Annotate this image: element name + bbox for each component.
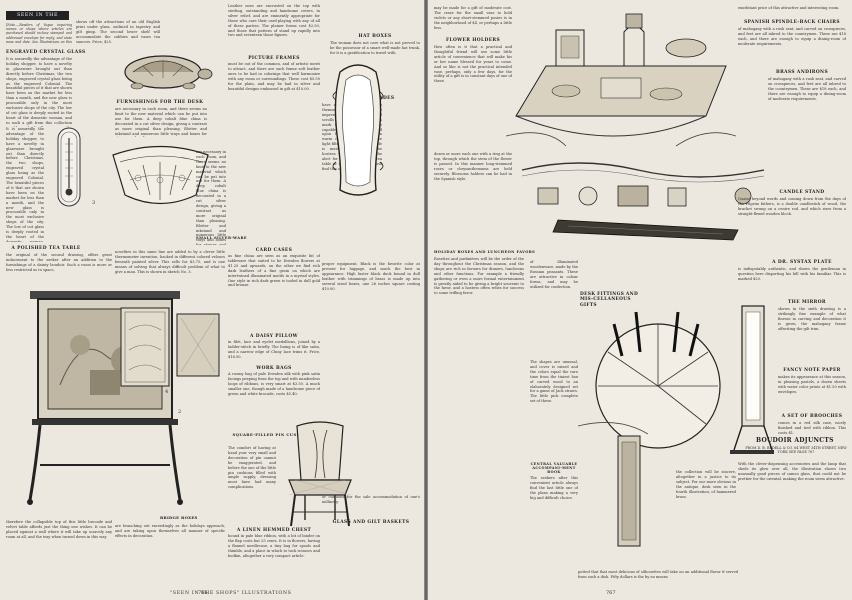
text-col4-b: The woman does not care what is not prov…: [330, 41, 420, 55]
right-text-col2-c: The seekers after this convenient articl…: [530, 476, 578, 500]
heading-brooch: A SET OF BROOCHES: [781, 414, 843, 419]
card-cases-illustration: 4: [120, 307, 220, 395]
paper-knife-fan-illustration: [578, 311, 721, 547]
right-text-col3-h: With the clever-dispensing accessories a…: [738, 462, 846, 481]
right-text-col3-e: shown in the sixth drawing is a striking…: [778, 307, 846, 331]
text-col3-e: A roomy bag of pale Dresden silk with pi…: [228, 372, 320, 396]
candle-mirror-illustration: [730, 305, 774, 454]
text-col1-b: the original of the second drawing, offe…: [6, 253, 112, 272]
cut-glass-bowl-illustration: [112, 145, 209, 204]
heading-mirror: THE MIRROR: [788, 300, 826, 305]
right-text-col3-a: exorbitant price of this attractive and …: [738, 6, 840, 10]
text-col3-a: Leather ones are encrusted on the top wi…: [228, 4, 320, 38]
caption-bridge-boxes: BRIDGE BOXES: [160, 515, 198, 520]
right-text-col1-d: Rosettes and jardinières will be the ord…: [434, 257, 524, 296]
right-text-col3-b2: of mahogany with a rush seat, and carved…: [768, 77, 846, 101]
page-footer-caption: "SEEN IN THE SHOPS" ILLUSTRATIONS: [170, 591, 292, 596]
text-col2-b: are necessary in each room, and there se…: [115, 107, 207, 137]
chair-illustration: [288, 421, 352, 527]
turtle-box-illustration: [124, 55, 213, 90]
svg-text:2: 2: [178, 409, 181, 415]
right-text-col3-f: makes its appearance at this season, in …: [778, 375, 846, 394]
heading-brass-andirons: BRASS ANDIRONS: [775, 70, 829, 75]
page-number-left-text: 766: [198, 590, 208, 596]
svg-text:4: 4: [165, 389, 168, 395]
heading-spanish-chairs: SPANISH SPINDLE-BACK CHAIRS: [744, 20, 840, 25]
text-col3-g: bound in pale blue ribbon, with a bit of…: [228, 534, 320, 558]
text-col1-a: It is assuredly the advantage of the hol…: [6, 57, 72, 127]
text-col1-c: therefore the collapsible top of this li…: [6, 520, 112, 539]
section-banner: SEEN IN THE SHOPS: [6, 11, 69, 27]
heading-holiday-boxes: HOLIDAY BOXES AND LUNCHEON FAVORS: [434, 250, 536, 254]
heading-tea-table: A POLISHED TEA TABLE: [11, 246, 81, 251]
text-col4-c: proper equipment. Black is the favorite …: [322, 262, 420, 291]
text-col4-d: or cushions for the sale accommodation o…: [322, 495, 420, 504]
text-col3-b: must be out of the common, and of artist…: [228, 62, 320, 91]
page-number-left: 766: [198, 590, 208, 596]
right-text-col1-c: dozen or more each one with a ring at th…: [434, 152, 512, 181]
heading-pin-cushions: SQUARE-FILLED PIN CUSH-IONS: [232, 432, 316, 437]
heading-linen-chest: A LINEN HEMMED CHEST: [236, 528, 312, 533]
heading-picture-frames: PICTURE FRAMES: [248, 56, 300, 61]
holiday-boxes-illustration: [521, 162, 765, 241]
heading-candle-stand: CANDLE STAND: [779, 190, 825, 195]
right-text-col3-b: of mahogany with a rush seat, and carved…: [738, 27, 846, 46]
heading-central-value: CENTRAL VALUABLE ACCOMPANI-MENT BOOK: [530, 462, 578, 474]
right-text-col3-g: comes in a red silk case, nicely finishe…: [778, 421, 846, 435]
ornate-mirror-illustration: [332, 64, 384, 196]
heading-card-cases: CARD CASES: [255, 248, 293, 253]
heading-work-bags: WORK BAGS: [256, 366, 292, 371]
svg-text:3: 3: [92, 200, 95, 206]
right-text-col3-c: Quaint beyond words and coming down from…: [738, 197, 846, 216]
right-text-col1-b: How often is it that a practical and tho…: [434, 45, 512, 84]
heading-cup-sugar: A DR. SYSTAX PLATE: [772, 260, 832, 265]
text-col2-c: novelties in this same line are added to…: [115, 250, 225, 274]
text-col2-b2: are necessary in each room, and there se…: [196, 150, 226, 245]
text-col3-f: The comfort of having at hand your very …: [228, 446, 276, 490]
heading-fancy-note: FANCY NOTE PAPER: [783, 368, 841, 373]
text-col3-c: as fine china are seen as an exquisite b…: [228, 254, 320, 288]
page-gutter: [424, 0, 428, 600]
text-col2-d: are branching out exceedingly as the hol…: [115, 524, 225, 538]
right-text-col2-e: potted that that most delicious of silho…: [578, 570, 738, 579]
boudoir-title: BOUDOIR ADJUNCTS: [756, 437, 834, 444]
heading-hat-boxes: HAT BOXES: [358, 34, 392, 39]
heading-small-silver: SMALL SILVER-WARE: [196, 236, 247, 240]
heading-daisy-pillow: A DAISY PILLOW: [250, 334, 298, 339]
right-text-col3-d: is indisputably authentic, and shows the…: [738, 267, 846, 281]
right-text-col2-b: The shapes are unusual, and cover is rai…: [530, 360, 578, 404]
right-text-col2-d: the collection will be sincere, altogeth…: [676, 470, 736, 499]
boudoir-subtitle: FROM D. B. BEDELL & CO. 64 WEST 34TH STR…: [745, 446, 847, 455]
left-page: SEEN IN THE SHOPS [Note.—Readers of Vogu…: [0, 0, 424, 600]
text-col2-a: shows off the attractions of an old Engl…: [76, 20, 160, 44]
page-number-right-text: 767: [606, 590, 616, 596]
thermometer-illustration: 3: [57, 127, 95, 207]
page-number-right: 767: [606, 590, 616, 596]
right-page: may be made for a gift of moderate cost.…: [428, 0, 852, 600]
heading-engraved-glass: ENGRAVED CRYSTAL GLASS: [6, 50, 86, 55]
heading-flower-holders: FLOWER HOLDERS: [445, 38, 501, 43]
right-text-col1-a: may be made for a gift of moderate cost.…: [434, 6, 512, 30]
text-col1-a2: It is assuredly the advantage of the hol…: [6, 127, 44, 242]
desk-set-illustration: [506, 13, 736, 147]
heading-glass-chairs: GLASS AND GILT BASKETS: [332, 520, 410, 525]
right-text-col2-a: of illuminated woodenware, made by the R…: [530, 260, 578, 289]
heading-furnishings: FURNISHINGS FOR THE DESK: [116, 100, 204, 105]
caption-desk-fittings: DESK FITTINGS AND MIS-CELLANEOUS GIFTS: [580, 292, 639, 308]
intro-note: [Note.—Readers of Vogue inquiring names …: [6, 23, 72, 43]
text-col3-d: in filet, lace and eyelet medallions, jo…: [228, 340, 320, 359]
candle-stand-illustration: [335, 140, 385, 180]
